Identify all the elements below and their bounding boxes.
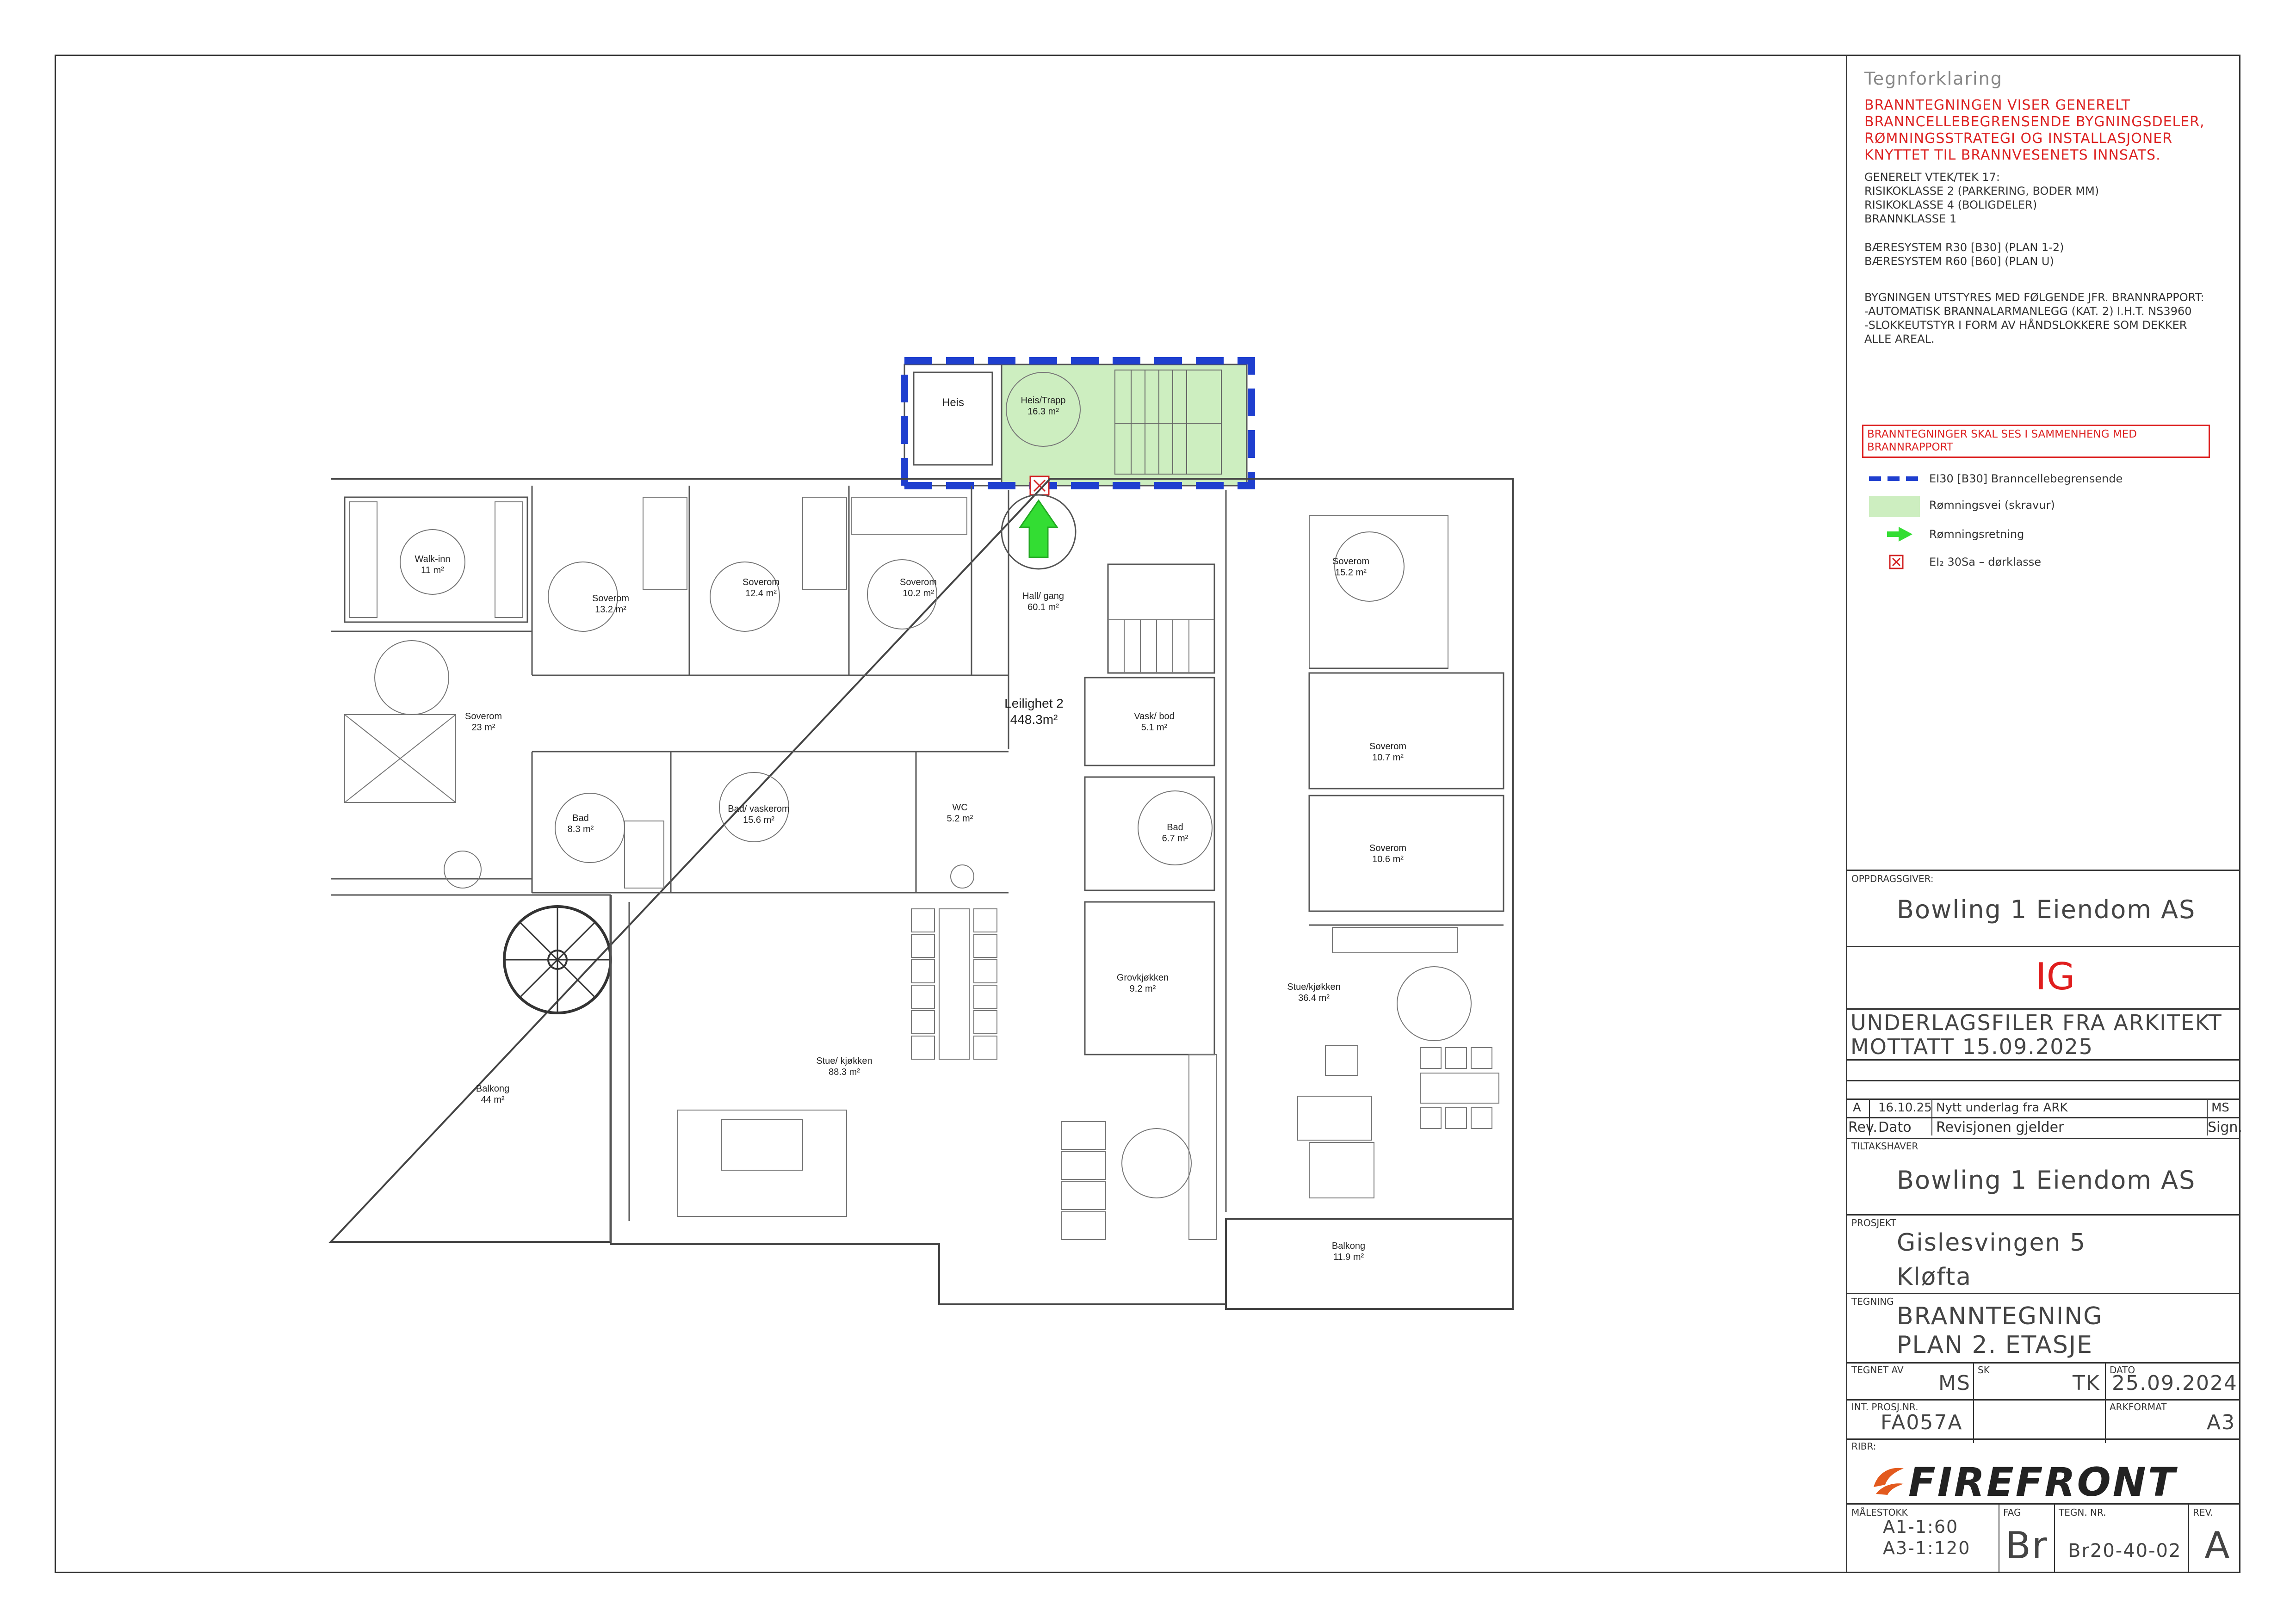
- building-outline: [328, 478, 1514, 1310]
- legend-general: GENERELT VTEK/TEK 17:RISIKOKLASSE 2 (PAR…: [1864, 171, 2099, 225]
- drawn-by-label: TEGNET AV: [1851, 1364, 1904, 1376]
- ribr-label: RIBr:: [1851, 1441, 1876, 1452]
- current-rev: A: [2204, 1524, 2231, 1567]
- rev-header-desc: Revisjonen gjelder: [1936, 1119, 2064, 1135]
- client-label: OPPDRAGSGIVER:: [1851, 873, 1934, 884]
- escape-direction-arrow: [1001, 494, 1077, 570]
- rev-row-desc: Nytt underlag fra ARK: [1936, 1101, 2068, 1115]
- builder-name: Bowling 1 Eiendom AS: [1897, 1166, 2196, 1195]
- project-label: PROSJEKT: [1851, 1217, 1896, 1228]
- drawing-no: Br20-40-02: [2068, 1540, 2182, 1561]
- apartment-area: 448.3m²: [1010, 712, 1058, 727]
- legend-item-door-class: EI₂ 30Sa – dørklasse: [1869, 553, 2041, 576]
- elevator-shaft: [913, 371, 993, 466]
- format: A3: [2207, 1411, 2236, 1434]
- client-name: Bowling 1 Eiendom AS: [1897, 895, 2196, 924]
- status-code: IG: [2036, 955, 2075, 998]
- rev-row-rev: A: [1853, 1101, 1861, 1115]
- legend-red-note: BRANNTEGNINGEN VISER GENERELT BRANNCELLE…: [1864, 97, 2205, 163]
- drawing-label: TEGNING: [1851, 1296, 1894, 1307]
- stair-steps-upper: [1114, 370, 1222, 475]
- escape-route-zone: [1002, 364, 1247, 486]
- scale-label: MÅLESTOKK: [1851, 1507, 1908, 1518]
- room-label: Heis: [942, 396, 964, 409]
- dining-chairs-west: [911, 908, 997, 1060]
- drawing-sheet-frame: [55, 55, 2240, 1573]
- builder-label: TILTAKSHAVER: [1851, 1141, 1918, 1152]
- legend-item-fire-line: EI30 [B30] Branncellebegrensende: [1869, 469, 2123, 493]
- red-x-box-icon: [1889, 555, 1904, 569]
- fag-label: FAG: [2003, 1507, 2021, 1518]
- rev-row-date: 16.10.25: [1878, 1101, 1932, 1115]
- proj-no-label: INT. PROSJ.NR.: [1851, 1401, 1918, 1413]
- legend-item-escape-direction: Rømningsretning: [1869, 525, 2024, 548]
- rev-header-sign: Sign.: [2208, 1119, 2242, 1135]
- rev-row-sign: MS: [2211, 1101, 2229, 1115]
- checked-label: SK: [1978, 1364, 1990, 1376]
- legend-boxed-note: BRANNTEGNINGER SKAL SES I SAMMENHENG MED…: [1862, 425, 2210, 458]
- proj-no: FA057A: [1881, 1411, 1963, 1434]
- legend-item-escape-route: Rømningsvei (skravur): [1869, 496, 2055, 519]
- turning-circle: [1006, 372, 1081, 447]
- fire-cell-boundary: [901, 357, 1255, 489]
- rev-label: REV.: [2193, 1507, 2213, 1518]
- green-fill-icon: [1869, 496, 1920, 517]
- format-label: ARKFORMAT: [2110, 1401, 2167, 1413]
- title-block: [1846, 55, 2240, 1573]
- legend-bearing: BÆRESYSTEM R30 [B30] (PLAN 1-2)BÆRESYSTE…: [1864, 241, 2064, 268]
- checked-by: TK: [2073, 1371, 2100, 1395]
- rev-header-date: Dato: [1878, 1119, 1912, 1135]
- rev-header-rev: Rev.: [1848, 1119, 1877, 1135]
- firefront-logo-icon: [1874, 1468, 1904, 1495]
- green-arrow-icon: [1887, 527, 1912, 542]
- legend-title: Tegnforklaring: [1864, 68, 2003, 89]
- drawn-by: MS: [1938, 1371, 1971, 1395]
- legend-equipment: BYGNINGEN UTSTYRES MED FØLGENDE JFR. BRA…: [1864, 291, 2204, 346]
- apartment-name: Leilighet 2: [1004, 696, 1064, 710]
- firefront-logo-text: FIREFRONT: [1908, 1459, 2177, 1506]
- fag: Br: [2005, 1524, 2048, 1567]
- drawing-date: 25.09.2024: [2112, 1371, 2238, 1395]
- date-label: DATO: [2110, 1364, 2135, 1376]
- dashed-line-icon: [1869, 476, 1925, 481]
- drawing-no-label: TEGN. NR.: [2059, 1507, 2106, 1518]
